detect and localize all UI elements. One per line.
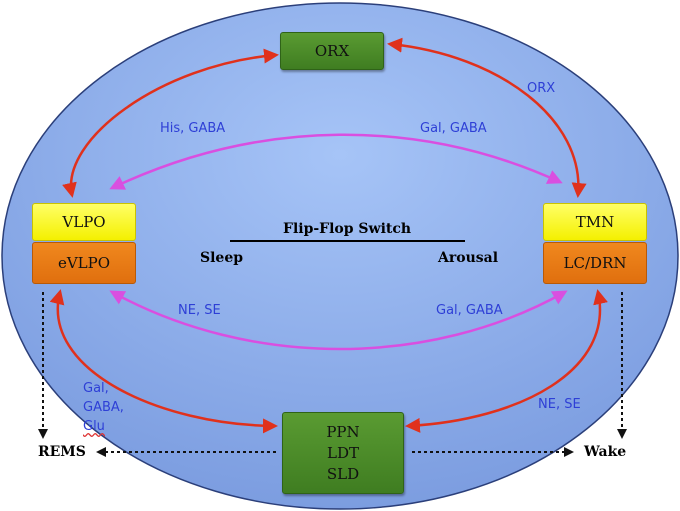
label-glu: Glu [83, 419, 105, 434]
arrow-vlpo-tmn [109, 133, 563, 190]
label-gal-gaba-top: Gal, GABA [420, 121, 487, 136]
label-his-gaba: His, GABA [160, 121, 226, 136]
evlpo-label: eVLPO [57, 254, 111, 272]
sleep-label: Sleep [200, 250, 244, 266]
tmn-box: TMN [543, 203, 647, 241]
orx-label: ORX [314, 42, 350, 60]
wake-label: Wake [584, 444, 627, 460]
tmn-label: TMN [575, 213, 615, 231]
label-ne-se-left: NE, SE [178, 303, 221, 318]
lcdrn-label: LC/DRN [563, 254, 627, 272]
ldt-label: LDT [327, 443, 359, 462]
ppn-label: PPN [326, 422, 360, 441]
evlpo-box: eVLPO [32, 242, 136, 284]
sld-label: SLD [326, 464, 360, 483]
label-ne-se-right: NE, SE [538, 397, 581, 412]
label-gal-gaba-mid: Gal, GABA [436, 303, 503, 318]
label-orx-right: ORX [527, 81, 556, 96]
arrow-orx-tmn [387, 37, 587, 198]
label-gal: Gal, [83, 381, 109, 396]
arrow-orx-vlpo [62, 48, 279, 198]
vlpo-box: VLPO [32, 203, 136, 241]
vlpo-label: VLPO [62, 213, 106, 231]
arousal-label: Arousal [438, 250, 499, 266]
lcdrn-box: LC/DRN [543, 242, 647, 284]
arrow-lcdrn-ppn [405, 289, 608, 433]
ppn-ldt-sld-box: PPN LDT SLD [282, 412, 404, 494]
label-gaba: GABA, [83, 400, 124, 415]
rems-label: REMS [38, 444, 86, 460]
arrow-evlpo-ppn [49, 289, 278, 434]
flip-flop-title: Flip-Flop Switch [283, 221, 412, 237]
orx-box: ORX [280, 32, 384, 70]
